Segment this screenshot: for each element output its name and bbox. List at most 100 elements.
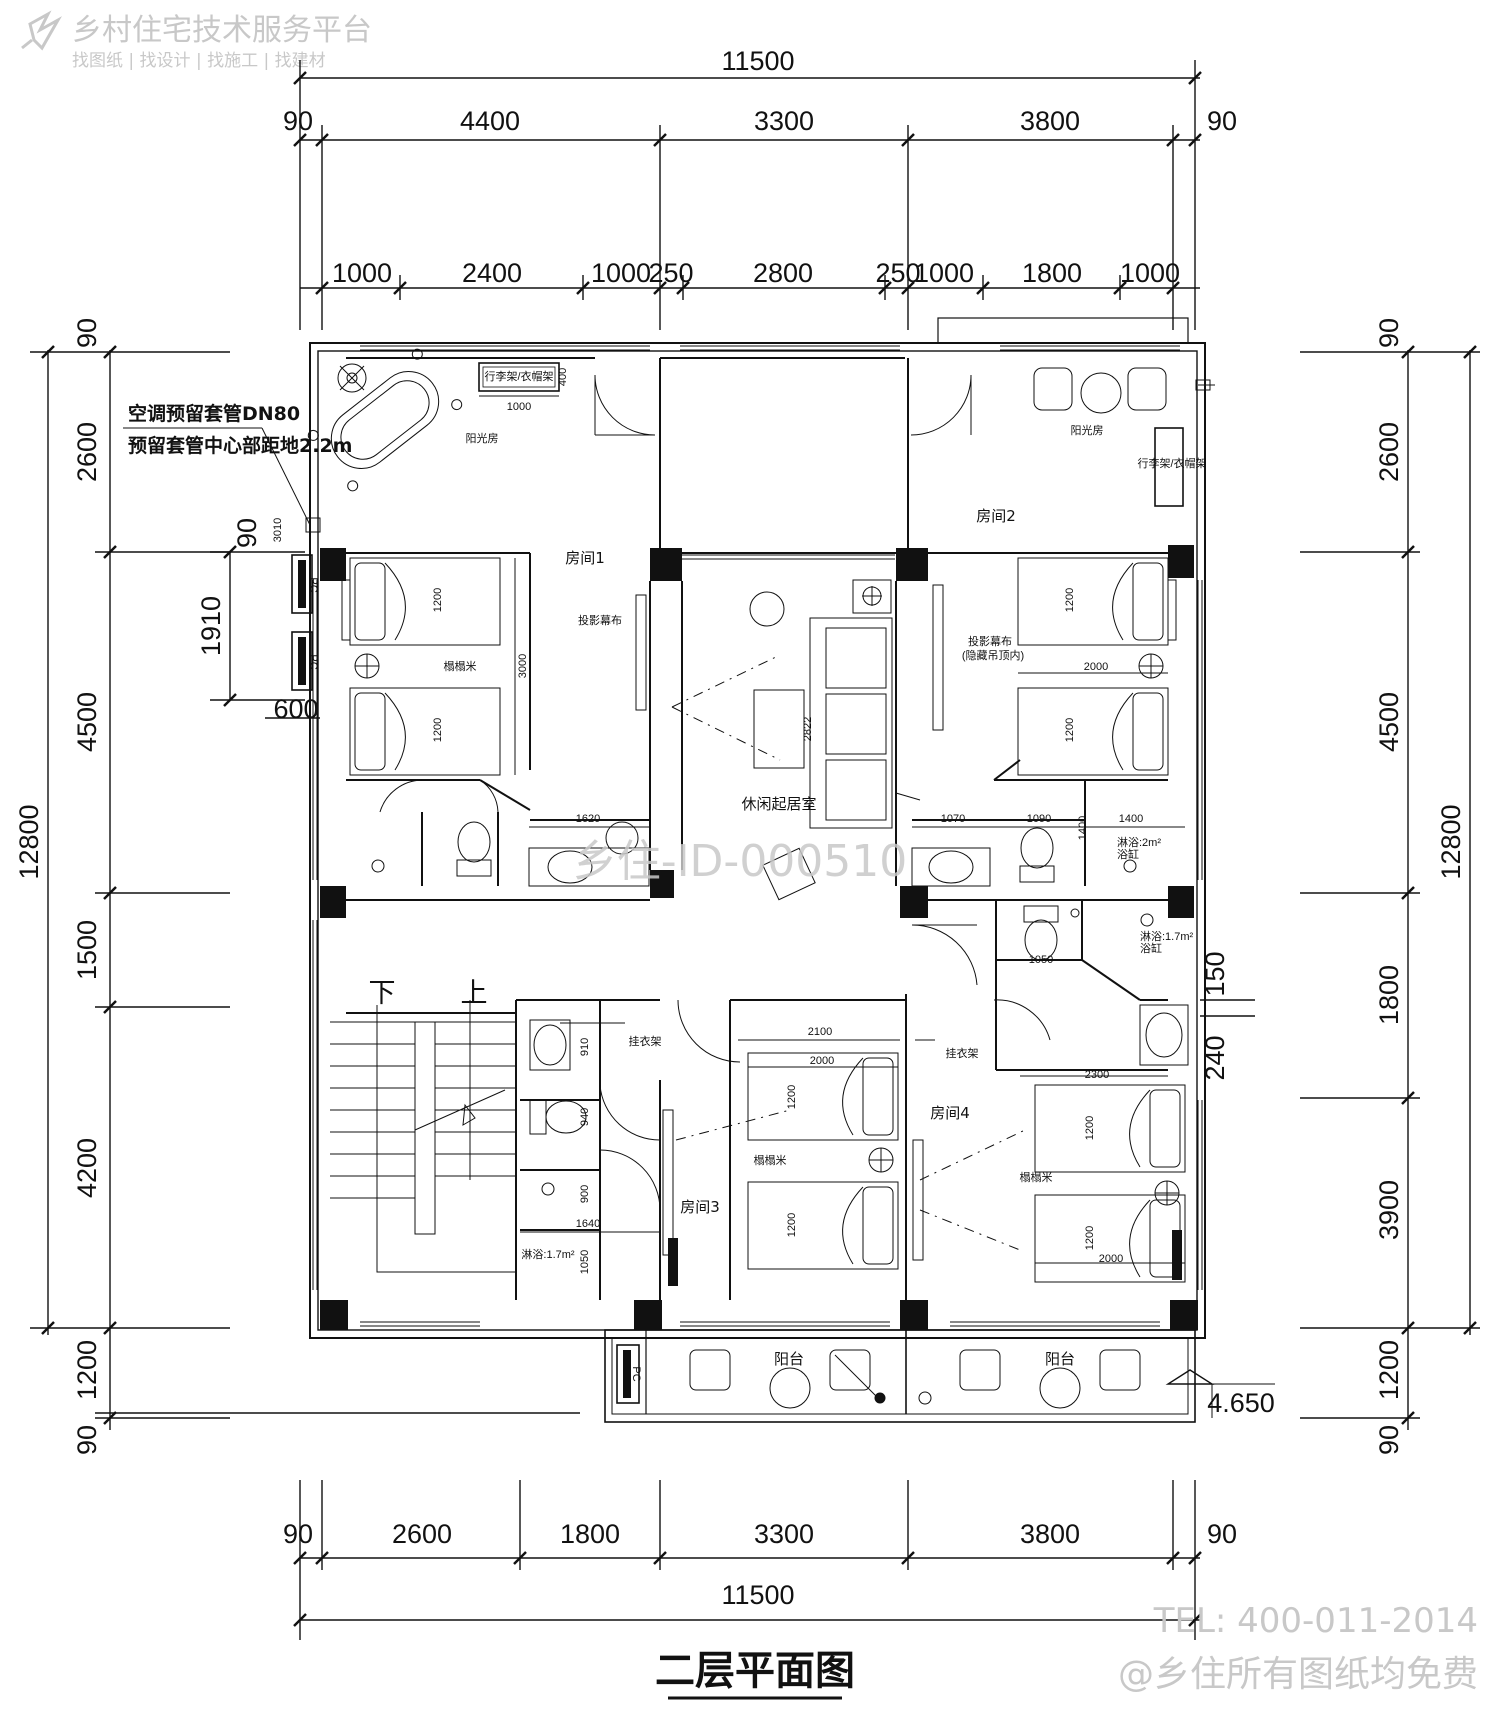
windows	[312, 345, 1203, 1327]
room2-lamp-icon	[1138, 653, 1164, 679]
room1-3000: 3000	[517, 654, 529, 678]
dim-right-1200: 1200	[1374, 1340, 1404, 1400]
room4-label: 房间4	[930, 1104, 970, 1122]
room2-2000: 2000	[1084, 661, 1108, 673]
room3-bed-bottom-1200: 1200	[786, 1213, 798, 1237]
room4-bed-top-1200: 1200	[1084, 1116, 1096, 1140]
structural-columns	[320, 545, 1198, 1330]
top-dimension-lines	[293, 60, 1202, 330]
dim-top-3800: 3800	[1020, 106, 1080, 136]
room4-bed-bottom	[1034, 1194, 1186, 1283]
balcony-left-furniture	[689, 1349, 886, 1409]
bath-zone-shower-area: 淋浴:1.7m²	[521, 1248, 575, 1261]
rack-left-400: 400	[557, 368, 569, 386]
bath-zone-910: 910	[579, 1038, 591, 1056]
bottom-dimension-lines	[293, 1480, 1202, 1640]
room2-bed-top	[1017, 557, 1169, 646]
dim-top-4400: 4400	[460, 106, 520, 136]
right-bath-shower-drain	[1070, 908, 1154, 927]
room2-vent-box	[1195, 379, 1211, 391]
right-bath-shower-area: 淋浴:1.7m²	[1140, 930, 1194, 943]
dim-top-1000c: 1000	[914, 258, 974, 288]
rack-left-1000: 1000	[507, 401, 531, 413]
dim-right-90-top: 90	[1374, 318, 1404, 348]
sun-room-left-label: 阳光房	[466, 431, 499, 445]
room2-wall-panel	[1167, 579, 1177, 641]
dim-top-1800: 1800	[1022, 258, 1082, 288]
exterior-walls	[309, 317, 1206, 1423]
room4-wall-panel	[1172, 1230, 1182, 1280]
dim-right-90-bottom: 90	[1374, 1425, 1404, 1455]
balcony-right-label: 阳台	[1045, 1350, 1075, 1368]
hanger2-label: 挂衣架	[946, 1046, 979, 1060]
dim-top-1000b: 1000	[591, 258, 651, 288]
room2-1400a: 1400	[1119, 813, 1143, 825]
room4-projection-line	[919, 1129, 1026, 1251]
living-2822: 2822	[802, 717, 814, 741]
living-room-label: 休闲起居室	[741, 795, 816, 813]
dim-right-3900: 3900	[1374, 1180, 1404, 1240]
dim-top-90-left: 90	[283, 106, 313, 136]
living-armchair	[762, 847, 816, 901]
dim-bottom-90-right: 90	[1207, 1519, 1237, 1549]
tel-watermark: TEL: 400-011-2014	[1153, 1601, 1478, 1641]
dim-bottom-1800: 1800	[560, 1519, 620, 1549]
ac-note-leader	[123, 427, 321, 533]
dim-top-total: 11500	[721, 46, 794, 76]
dim-left-1200: 1200	[72, 1340, 102, 1400]
living-outlet-icon	[852, 579, 892, 614]
ac-note-line1: 空调预留套管DN80	[128, 402, 300, 425]
dim-top-3300: 3300	[754, 106, 814, 136]
dim-top-250a: 250	[648, 258, 693, 288]
room3-lamp-icon	[868, 1147, 894, 1173]
ac-note-line2: 预留套管中心部距地2.2m	[128, 434, 352, 457]
dim-left-90-bottom: 90	[72, 1425, 102, 1455]
ac-unit-left-2	[291, 631, 313, 691]
dim-top-1000d: 1000	[1120, 258, 1180, 288]
room1-wall-panel	[341, 579, 351, 641]
room1-tatami-label: 榻榻米	[444, 659, 477, 673]
dim-bottom-2600: 2600	[392, 1519, 452, 1549]
room2-1400b: 1400	[1077, 816, 1089, 840]
elevation-marker	[1165, 1369, 1275, 1418]
room2-1090: 1090	[1027, 813, 1051, 825]
dim-top-2400: 2400	[462, 258, 522, 288]
staircase	[330, 1000, 517, 1273]
room2-bed-bottom-1200: 1200	[1064, 718, 1076, 742]
room3-2100: 2100	[808, 1026, 832, 1038]
dim-top-2800: 2800	[753, 258, 813, 288]
room3-tatami-label: 榻榻米	[754, 1153, 787, 1167]
bathtub-icon	[307, 348, 463, 492]
drawing-title: 二层平面图	[655, 1648, 855, 1694]
room3-projector-screen	[662, 1109, 674, 1256]
balcony-ac-label: PC	[630, 1366, 642, 1381]
right-bath-toilet-icon	[1023, 905, 1059, 961]
bath-zone-940: 940	[579, 1108, 591, 1126]
room1-bed-bottom	[349, 687, 501, 776]
living-lamp-icon	[749, 591, 785, 627]
dim-left-tiny: 3010	[272, 518, 284, 542]
dim-right-2600: 2600	[1374, 422, 1404, 482]
right-bath-label: 浴缸	[1140, 941, 1162, 955]
room3-bed-top	[747, 1052, 899, 1141]
room3-2000: 2000	[810, 1055, 834, 1067]
room1-projector-label: 投影幕布	[578, 613, 622, 627]
room3-projection-line	[675, 1109, 791, 1141]
room2-1070: 1070	[941, 813, 965, 825]
room4-tatami-label: 榻榻米	[1020, 1170, 1053, 1184]
sun-room-right-chairs	[1033, 367, 1167, 414]
balcony-ac-unit	[616, 1344, 640, 1404]
left-dimension-lines	[30, 345, 580, 1430]
room1-toilet-icon	[456, 821, 492, 877]
dim-left-4200: 4200	[72, 1138, 102, 1198]
room4-2300: 2300	[1085, 1069, 1109, 1081]
room1-projector-screen	[635, 594, 647, 711]
dim-left-window-1910: 1910	[196, 596, 226, 656]
stair-down-label: 下	[369, 978, 396, 1008]
luggage-rack-right-label: 行李架/衣帽架	[1137, 456, 1206, 470]
room2-toilet-icon	[1019, 827, 1055, 883]
dim-left-1500: 1500	[72, 920, 102, 980]
room2-projector-screen	[932, 584, 944, 731]
room2-shower-area: 淋浴:2m²	[1117, 836, 1161, 849]
